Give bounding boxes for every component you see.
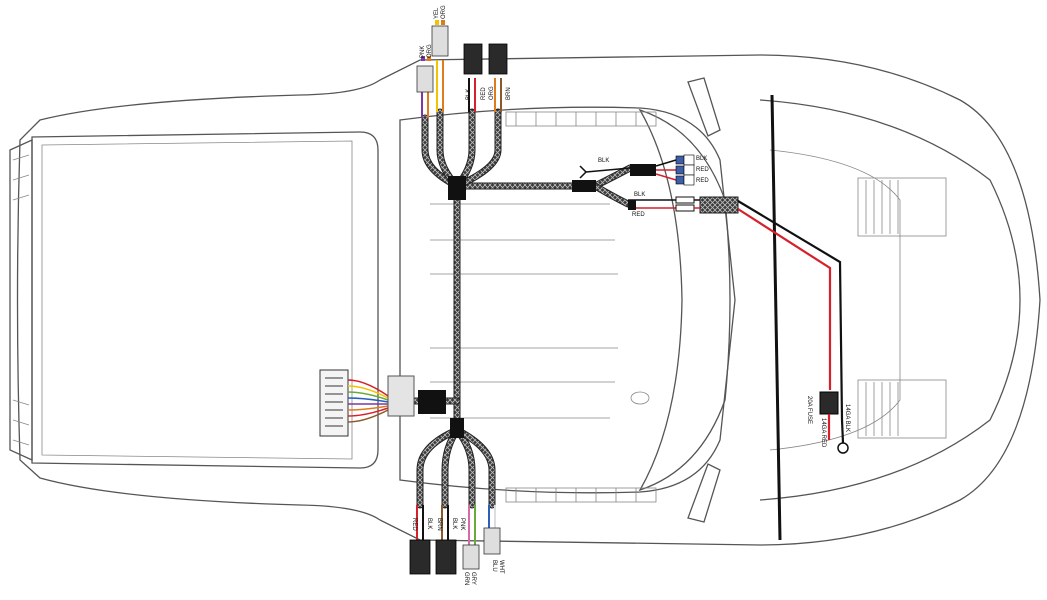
connector-org-brn [488, 43, 508, 75]
label-top-org2: ORG [441, 5, 447, 19]
label-right-red-c: RED [696, 178, 709, 184]
side-step-top [505, 111, 657, 127]
power-wire-red [737, 208, 832, 390]
label-top-yel: YEL [434, 7, 440, 19]
label-top-org: ORG [427, 44, 433, 58]
truck-outline [9, 54, 1041, 546]
split-loom-sleeve [699, 196, 739, 214]
label-right-red-d: RED [632, 212, 645, 218]
labels: PNK ORG YEL ORG BLK RED ORG BRN BLK BLK … [411, 5, 850, 585]
label-bot-blk: BLK [426, 518, 432, 529]
connector-pnk-org [416, 65, 434, 93]
blue-connector-group [675, 154, 695, 186]
junction-top [448, 176, 466, 200]
main-plug [319, 369, 415, 437]
connector-grn-gry [462, 544, 480, 570]
hood-vent-top [857, 177, 947, 237]
connector-yel-org [431, 25, 449, 57]
label-bot-blk2: BLK [451, 518, 457, 529]
label-fuse: 20A FUSE [806, 396, 812, 424]
harness-loom [411, 108, 739, 509]
mirror-bottom [687, 463, 721, 523]
label-bot-pnk: PNK [459, 518, 465, 530]
label-right-blk-c: BLK [634, 192, 645, 198]
label-bot-brn: BRN [436, 518, 442, 531]
label-bot-grn: GRN [463, 572, 469, 585]
label-14ga-blk: 14GA BLK [844, 404, 850, 432]
fork-terminal [579, 165, 588, 179]
mirror-top [687, 77, 721, 137]
connector-brn-blk [435, 539, 457, 575]
label-right-red-b: RED [696, 167, 709, 173]
junction-bottom [450, 418, 464, 438]
label-bot-blu: BLU [491, 560, 497, 572]
firewall-line [770, 94, 782, 541]
power-wire-black [737, 200, 844, 421]
hood-vent-bottom [857, 379, 947, 439]
junction-right [572, 180, 596, 192]
side-step-bottom [505, 487, 657, 503]
label-top-blk: BLK [466, 89, 472, 100]
connector-blk-red [463, 43, 483, 75]
tailgate-ribs [12, 154, 30, 446]
label-top-brn: BRN [506, 87, 512, 100]
label-right-blk-b: BLK [696, 156, 707, 162]
label-bot-red: RED [411, 518, 417, 531]
label-top-org3: ORG [489, 86, 495, 100]
label-14ga-red: 14GA RED [820, 418, 826, 448]
label-bot-wht: WHT [498, 560, 504, 574]
connector-wht-blu [483, 527, 501, 555]
label-top-red: RED [481, 87, 487, 100]
label-right-blk-a: BLK [598, 158, 609, 164]
label-top-pnk: PNK [420, 46, 426, 58]
fuse-holder [819, 391, 839, 415]
connector-red-blk [409, 539, 431, 575]
label-bot-gry: GRY [470, 572, 476, 585]
ring-terminal [837, 442, 849, 454]
junction-left [418, 390, 446, 414]
